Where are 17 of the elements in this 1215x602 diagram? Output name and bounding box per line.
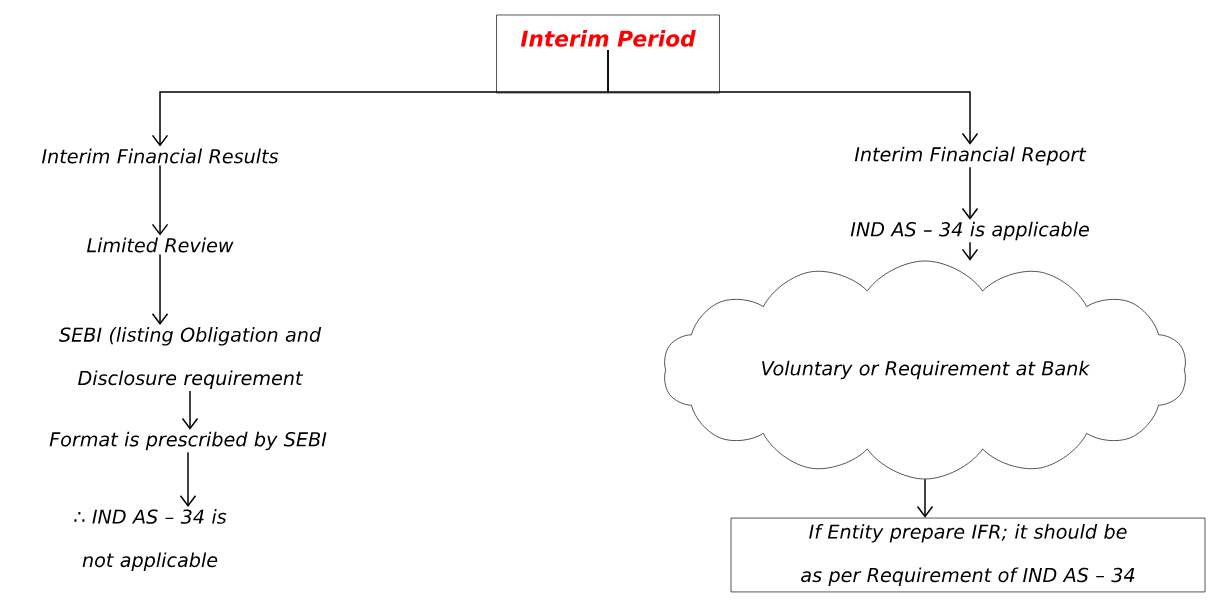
arrow [916, 478, 934, 518]
arrow [151, 164, 169, 236]
step-text: SEBI (listing Obligation and Disclosure requirement [59, 327, 322, 389]
step-text: Limited Review [87, 237, 234, 253]
step-text: Interim Financial Results [41, 148, 279, 164]
arrow [961, 241, 979, 261]
step-text: Format is prescribed by SEBI [49, 431, 327, 451]
arrow [179, 451, 197, 508]
step-text: ∴ IND AS – 34 is not applicable [74, 509, 227, 571]
arrow [607, 49, 979, 145]
step-text: Interim Financial Report [854, 146, 1087, 166]
arrow [181, 390, 199, 430]
title-box: Interim Period [496, 14, 720, 94]
step-text: IND AS – 34 is applicable [850, 221, 1089, 241]
arrow [961, 166, 979, 220]
arrow [151, 253, 169, 326]
process-box: If Entity prepare IFR; it should be as per Requirement of IND AS – 34 [730, 517, 1206, 593]
